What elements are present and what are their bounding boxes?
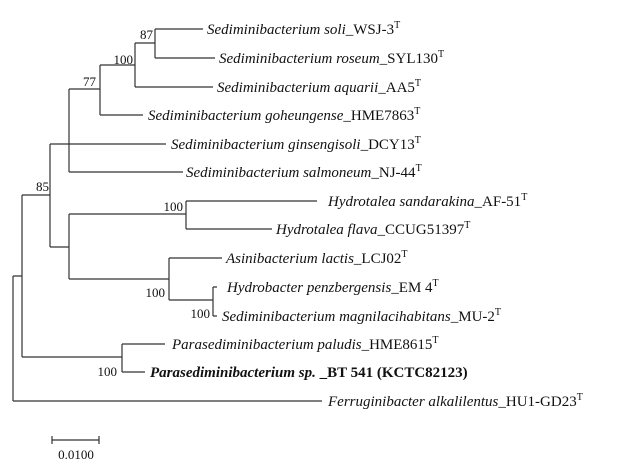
bootstrap-value: 77 <box>83 74 97 89</box>
tree-branches <box>12 28 322 402</box>
branch-ingroup <box>21 194 122 358</box>
leaf-label: Hydrotalea flava_CCUG51397T <box>275 220 470 238</box>
leaf-label: Sediminibacterium aquarii_AA5T <box>217 78 421 96</box>
branch-hydrobacter <box>212 286 217 317</box>
leaf-label: Parasediminibacterium paludis_HME8615T <box>171 335 439 353</box>
branch-ginsengisoli-salmoneum <box>68 88 183 173</box>
leaf-label: Sediminibacterium ginsengisoli_DCY13T <box>171 135 421 153</box>
bootstrap-value: 100 <box>164 199 184 214</box>
scale-bar-label: 0.0100 <box>58 447 94 462</box>
leaf-label: Sediminibacterium roseum_SYL130T <box>219 49 444 67</box>
bootstrap-value: 87 <box>140 27 154 42</box>
bootstrap-values: 87 100 77 85 100 100 100 100 <box>36 27 210 379</box>
branch-soli-roseum <box>154 28 215 59</box>
branch-hydrotalea <box>185 200 317 230</box>
leaf-label: Asinibacterium lactis_LCJ02T <box>225 249 408 267</box>
bootstrap-value: 100 <box>146 285 166 300</box>
leaf-label: Ferruginibacter alkalilentus_HU1-GD23T <box>327 392 583 410</box>
branch-node-85 <box>49 143 69 248</box>
leaf-label: Sediminibacterium salmoneum_NJ-44T <box>186 163 422 181</box>
bootstrap-value: 100 <box>191 306 211 321</box>
branch-parasediminibacterium <box>121 343 165 373</box>
leaf-label-query-strain: Parasediminibacterium sp. _BT 541 (KCTC8… <box>150 365 468 381</box>
branch-asinibacterium <box>168 257 222 301</box>
scale-bar: 0.0100 <box>51 436 100 462</box>
leaf-label: Hydrotalea sandarakina_AF-51T <box>327 192 527 210</box>
branch-goheungense <box>99 64 143 116</box>
leaf-label: Sediminibacterium magnilacihabitans_MU-2… <box>222 307 501 325</box>
bootstrap-value: 100 <box>98 364 118 379</box>
bootstrap-value: 100 <box>114 52 134 67</box>
bootstrap-value: 85 <box>36 179 49 194</box>
scale-bar-line <box>51 436 100 444</box>
leaf-label: Hydrobacter penzbergensis_EM 4T <box>226 278 439 296</box>
leaf-labels: Sediminibacterium soli_WSJ-3T Sediminiba… <box>148 20 583 410</box>
branch-root <box>12 275 322 402</box>
leaf-label: Sediminibacterium soli_WSJ-3T <box>207 20 400 38</box>
leaf-label: Sediminibacterium goheungense_HME7863T <box>148 106 420 124</box>
branch-aquarii <box>134 42 213 88</box>
